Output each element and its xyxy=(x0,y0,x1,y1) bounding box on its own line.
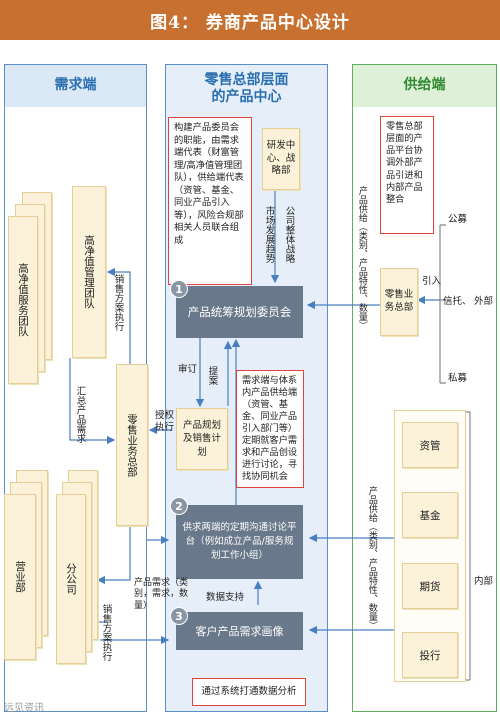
hnw-mgmt-team-label: 高净值管理团队 xyxy=(83,235,96,309)
demand-header: 需求端 xyxy=(5,65,146,107)
fund-card: 基金 xyxy=(402,492,458,538)
hnw-mgmt-team-card: 高净值管理团队 xyxy=(72,186,106,358)
note-committee: 构建产品委员会的职能，由需求端代表（财富管理/高净值管理团队），供给端代表（资管… xyxy=(168,117,252,285)
product-plan-box: 产品规划及销售计划 xyxy=(176,408,228,470)
label-product-demand: 产品需求（类别，需求，数量） xyxy=(134,578,189,611)
supply-retail-hq-label: 零售业务总部 xyxy=(384,289,414,313)
note-discussion: 需求端与体系内产品供给端（资管、基金、同业产品引入部门等）定期就客户需求和产品创… xyxy=(236,370,304,488)
label-company-strategy: 公司整体战略 xyxy=(283,206,295,263)
branch-label: 分公司 xyxy=(65,563,78,595)
label-public-fund: 公募 xyxy=(448,214,468,225)
customer-portrait-box: 客户产品需求画像 xyxy=(176,612,303,650)
product-committee-box: 产品统筹规划委员会 xyxy=(176,286,303,338)
label-sales-exec-top: 销售方案执行 xyxy=(112,274,124,331)
futures-label: 期货 xyxy=(419,580,441,593)
label-sales-exec-bottom: 销售方案执行 xyxy=(100,604,112,661)
step-1-badge: 1 xyxy=(170,280,188,298)
discussion-platform-label: 供求两端的定期沟通讨论平台（例如成立产品/服务规划工作小组） xyxy=(182,521,297,562)
label-private-fund: 私募 xyxy=(448,373,468,384)
sales-dept-label: 营业部 xyxy=(14,561,27,593)
branch-card: 分公司 xyxy=(56,494,86,664)
label-introduce: 引入 xyxy=(422,276,442,287)
label-supply-bottom: 产品供给（类别、产品特性、数量） xyxy=(366,486,377,630)
product-plan-label: 产品规划及销售计划 xyxy=(182,420,221,458)
research-strategy-box: 研发中心、战略部 xyxy=(262,128,300,190)
note-supply-platform: 零售总部层面的产品平台协调外部产品引进和内部产品整合 xyxy=(380,116,434,234)
label-trust: 信托、 xyxy=(443,296,472,307)
watermark: 远见资讯 xyxy=(4,703,44,714)
hnw-service-team-label: 高净值服务团队 xyxy=(17,263,30,337)
futures-card: 期货 xyxy=(402,563,458,609)
research-strategy-label: 研发中心、战略部 xyxy=(266,140,296,177)
sales-dept-card: 营业部 xyxy=(4,494,36,660)
discussion-platform-box: 供求两端的定期沟通讨论平台（例如成立产品/服务规划工作小组） xyxy=(176,505,303,579)
center-header: 零售总部层面的产品中心 xyxy=(204,71,289,106)
investment-bank-label: 投行 xyxy=(419,649,441,662)
label-data-support: 数据支持 xyxy=(206,592,245,603)
asset-mgmt-label: 资管 xyxy=(419,439,441,452)
label-review: 审订 xyxy=(178,364,198,375)
hnw-service-team-card: 高净值服务团队 xyxy=(8,216,38,384)
label-collect-needs: 汇总产品需求 xyxy=(74,386,86,443)
customer-portrait-label: 客户产品需求画像 xyxy=(195,625,284,638)
demand-retail-hq-label: 零售业务总部 xyxy=(126,413,139,477)
investment-bank-card: 投行 xyxy=(402,632,458,678)
fund-label: 基金 xyxy=(419,509,441,522)
demand-retail-hq-card: 零售业务总部 xyxy=(116,364,148,526)
label-supply-top: 产品供给（类别、产品特性、数量） xyxy=(356,186,367,330)
note-data-analysis: 通过系统打通数据分析 xyxy=(192,678,306,706)
label-internal: 内部 xyxy=(474,576,494,587)
step-3-badge: 3 xyxy=(170,607,188,625)
supply-header: 供给端 xyxy=(353,65,496,107)
label-external: 外部 xyxy=(474,296,494,307)
supply-retail-hq-box: 零售业务总部 xyxy=(380,268,418,336)
page-title: 图4： 券商产品中心设计 xyxy=(0,0,500,40)
label-market-trend: 市场发展趋势 xyxy=(263,206,275,263)
product-committee-label: 产品统筹规划委员会 xyxy=(187,305,292,319)
label-authorize: 授权执行 xyxy=(155,410,175,433)
asset-mgmt-card: 资管 xyxy=(402,422,458,468)
label-propose: 提案 xyxy=(206,366,218,385)
step-2-badge: 2 xyxy=(170,497,188,515)
